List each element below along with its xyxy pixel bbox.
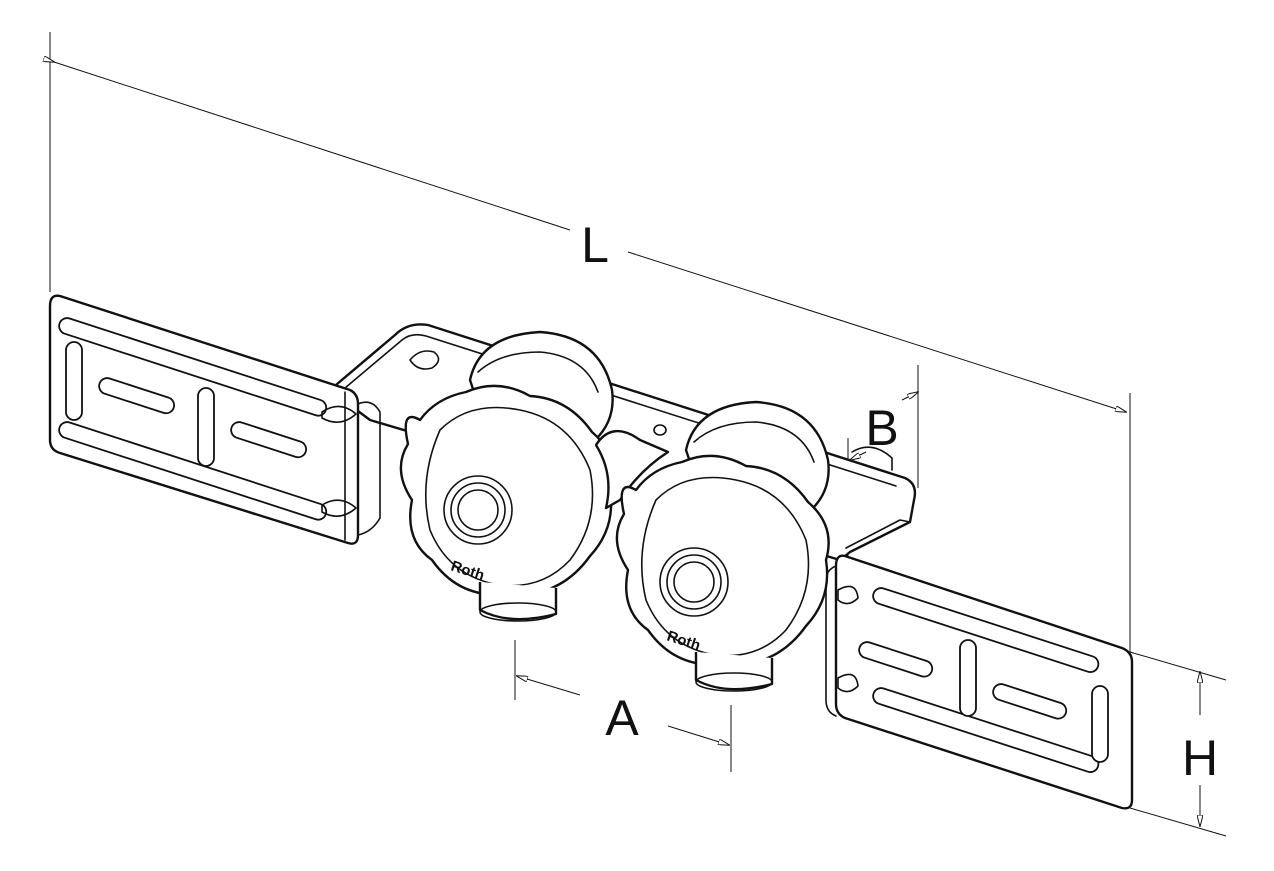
notch-left-lower: [321, 499, 357, 517]
fitting-right-port-middle: [666, 554, 722, 610]
slot-left-horizontal-a: [98, 377, 176, 415]
slot-right-vertical-b: [1091, 685, 1109, 763]
plate-right-top-edge: [845, 519, 911, 549]
rail-hole-right: [851, 446, 893, 471]
rail-inner-edge: [344, 333, 897, 487]
fitting-right-port-inner: [673, 561, 715, 603]
dimension-l: L: [50, 32, 1131, 652]
slot-right-top: [872, 587, 1100, 673]
dimension-line-l-a: [54, 62, 571, 231]
fitting-left-outlet-ring: [479, 602, 557, 622]
slot-right-horizontal-a: [858, 641, 934, 678]
notch-left-upper: [321, 405, 357, 423]
label-l: L: [581, 217, 609, 273]
fitting-right-face: [640, 476, 810, 657]
fitting-left-back-ring: [477, 351, 599, 393]
fitting-right-body: [615, 454, 830, 666]
fitting-left-outlet: [478, 582, 558, 621]
extension-line-h-bottom: [1129, 807, 1227, 837]
fitting-right-port-outer: [659, 547, 729, 617]
fitting-right-back-ring: [693, 421, 815, 463]
notch-right-upper: [837, 585, 859, 605]
fitting-left-port-middle: [450, 482, 506, 538]
dimension-arrow-a-a: [517, 676, 581, 696]
extension-line-h-top: [1129, 651, 1227, 681]
connector-body: [594, 430, 670, 510]
rail-hole-left: [409, 350, 440, 370]
dimension-line-l-b: [627, 251, 1126, 412]
plate-left: [48, 294, 381, 545]
fitting-left-face: [424, 406, 594, 587]
label-h: H: [1182, 730, 1218, 786]
fitting-right: Roth: [615, 400, 830, 692]
plate-left-flange: [357, 401, 381, 536]
dimension-h: H: [1129, 651, 1227, 837]
notch-right-lower: [837, 673, 859, 693]
slot-left-horizontal-b: [230, 421, 308, 459]
slot-left-vertical-a: [65, 341, 83, 421]
rail-hole-center: [653, 424, 667, 436]
label-a: A: [605, 690, 639, 746]
slot-right-vertical-a: [959, 639, 977, 717]
slot-right-bottom: [872, 687, 1100, 773]
fitting-left-body: [399, 384, 614, 596]
fitting-right-outlet: [694, 652, 774, 691]
plate-right: [825, 519, 1134, 810]
plate-right-fold: [825, 565, 837, 717]
dimension-arrow-b-b: [850, 451, 867, 460]
slot-right-horizontal-b: [992, 683, 1068, 720]
fitting-left-port-inner: [457, 489, 499, 531]
fitting-left-port-outer: [443, 475, 513, 545]
dimension-arrow-b-a: [901, 392, 918, 401]
fitting-connector: [594, 430, 670, 510]
dimension-a: A: [514, 640, 732, 772]
fitting-right-outlet-ring: [695, 672, 773, 692]
slot-left-vertical-b: [197, 387, 215, 467]
dimension-arrow-a-b: [667, 725, 729, 745]
fitting-left: Roth: [399, 330, 614, 622]
